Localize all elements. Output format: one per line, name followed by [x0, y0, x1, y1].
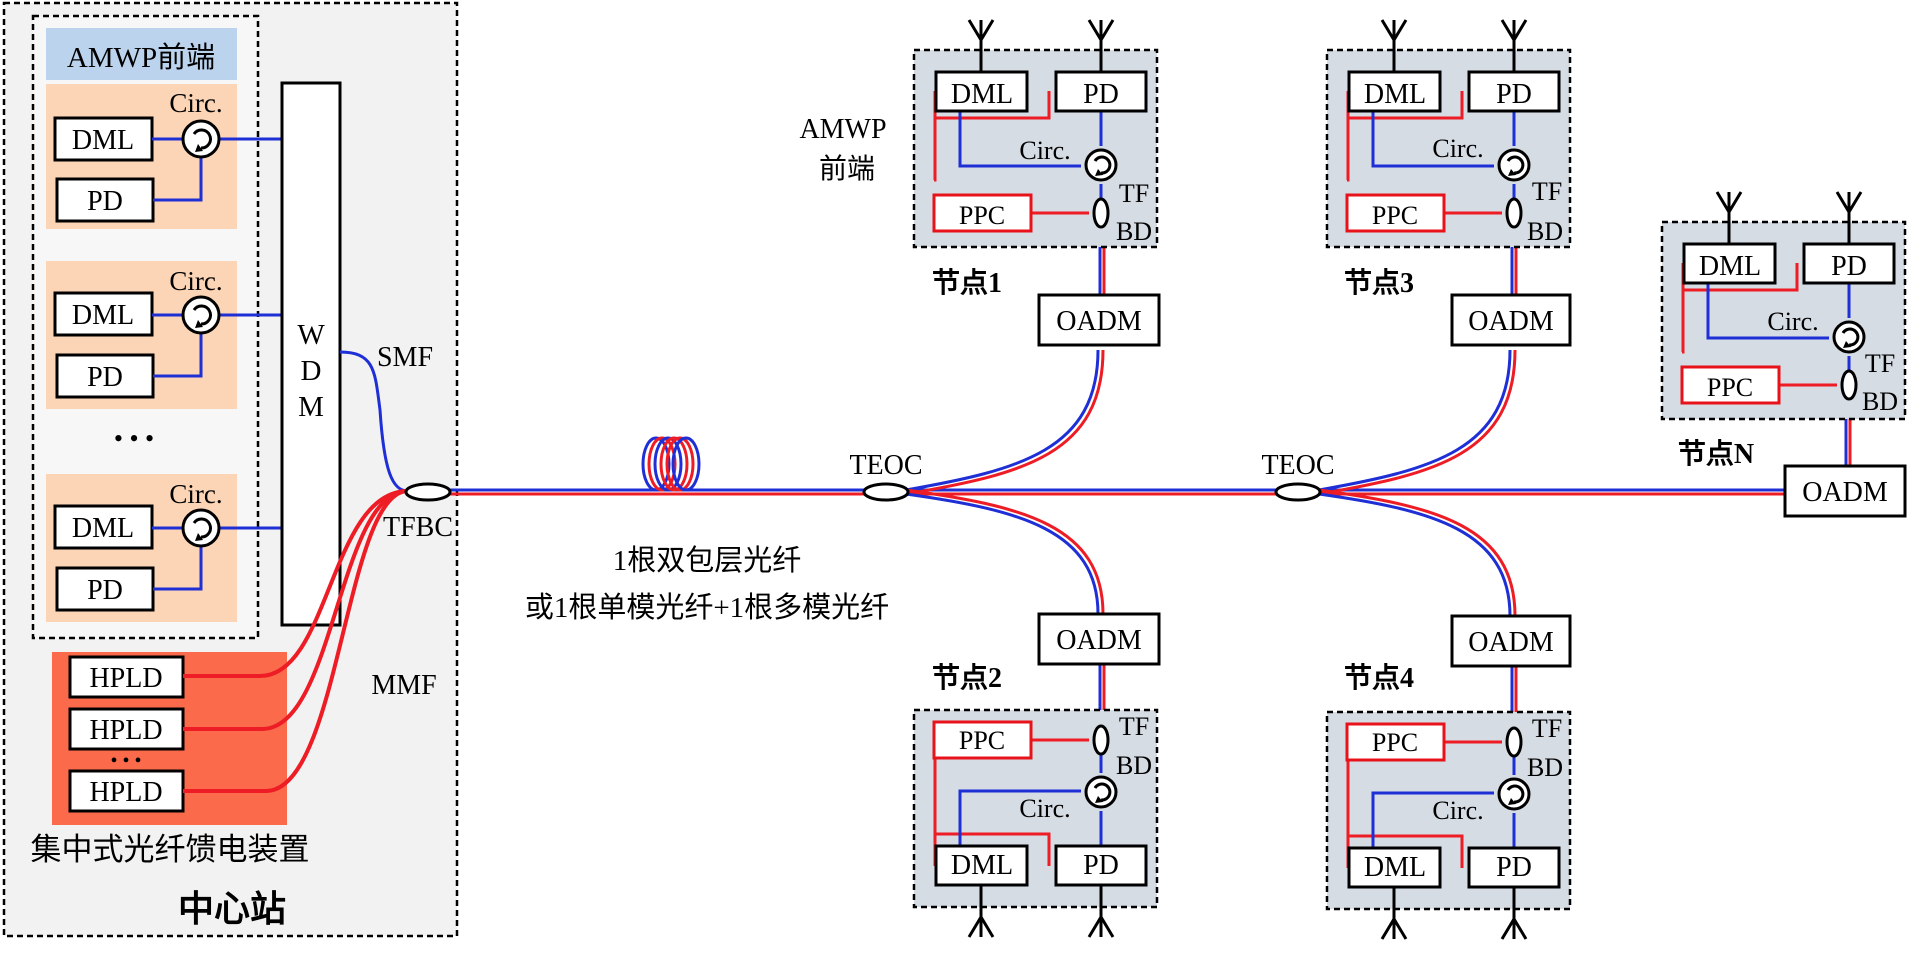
node-label: 节点1: [932, 267, 1002, 299]
pd-box: [55, 353, 155, 399]
central-station: AMWP前端 DML PD Circ. DML PD Circ. • • • D…: [2, 1, 459, 938]
mmf-fiber: [183, 489, 409, 678]
pd-label: PD: [87, 575, 123, 606]
teoc-coupler-icon: [862, 482, 910, 502]
node-label: 节点3: [1344, 267, 1414, 299]
hpld-ellipsis: • • •: [110, 750, 141, 772]
pd-label: PD: [1083, 79, 1119, 110]
smf-fiber: [339, 350, 409, 493]
pd-box: [55, 566, 155, 612]
branch-fibers: [905, 349, 1517, 617]
amwp-front-end-label: AMWP: [799, 114, 886, 145]
circulator-icon: [181, 119, 221, 159]
ppc-label: PPC: [959, 201, 1005, 230]
oadm-label: OADM: [1468, 306, 1554, 337]
bd-label: BD: [1862, 387, 1898, 416]
oadm-box: [1037, 293, 1161, 347]
bd-label: BD: [1527, 217, 1563, 246]
centralized-feeder-label: 集中式光纤馈电装置: [31, 832, 310, 867]
circulator-label: Circ.: [169, 266, 222, 296]
wdm-letter: D: [301, 355, 322, 387]
teoc-coupler-icon: [1274, 482, 1322, 502]
ppc-label: PPC: [1372, 728, 1418, 757]
tf-label: TF: [1532, 177, 1562, 206]
ppc-label: PPC: [1707, 373, 1753, 402]
fiber-description-line2: 或1根单模光纤+1根多模光纤: [525, 591, 889, 624]
dml-box: [53, 504, 154, 550]
circulator-label: Circ.: [1019, 794, 1070, 823]
bd-label: BD: [1116, 751, 1152, 780]
node-label: 节点4: [1344, 662, 1414, 694]
dml-label: DML: [951, 850, 1013, 881]
dml-label: DML: [72, 300, 134, 331]
mmf-label: MMF: [371, 670, 436, 701]
ppc-label: PPC: [959, 726, 1005, 755]
remote-node-3: OADM DML PD Circ. PPC TF BD 节点3: [1325, 18, 1572, 347]
wdm-letter: W: [297, 319, 325, 351]
pd-label: PD: [87, 362, 123, 393]
fiber-description-line1: 1根双包层光纤: [613, 544, 802, 577]
tf-label: TF: [1119, 179, 1149, 208]
pd-label: PD: [1496, 79, 1532, 110]
fiber-spool-icon: [641, 436, 701, 492]
circulator-icon: [181, 508, 221, 548]
teoc-label: TEOC: [849, 450, 922, 481]
tf-label: TF: [1119, 712, 1149, 741]
remote-node-4: OADM DML PD Circ. PPC TF BD 节点4: [1325, 614, 1572, 941]
circulator-label: Circ.: [169, 88, 222, 118]
amwp-front-end-label: 前端: [819, 153, 875, 185]
dml-label: DML: [1364, 79, 1426, 110]
pd-label: PD: [87, 186, 123, 217]
ellipsis-label: • • •: [114, 424, 154, 453]
node-label: 节点2: [932, 662, 1002, 694]
amwp-front-end-header: AMWP前端: [67, 41, 215, 74]
dml-label: DML: [72, 125, 134, 156]
ppc-label: PPC: [1372, 201, 1418, 230]
dml-box: [53, 291, 154, 337]
circulator-label: Circ.: [1767, 307, 1818, 336]
oadm-label: OADM: [1468, 627, 1554, 658]
remote-node-1: OADM DML PD Circ. PPC TF BD 节点1: [912, 18, 1161, 347]
pd-label: PD: [1496, 852, 1532, 883]
oadm-label: OADM: [1802, 477, 1888, 508]
remote-node-2: OADM DML PD Circ. PPC TF BD 节点2: [912, 612, 1161, 939]
circulator-label: Circ.: [1019, 136, 1070, 165]
wdm-box: [280, 81, 342, 627]
tf-label: TF: [1865, 349, 1895, 378]
dml-label: DML: [951, 79, 1013, 110]
pd-label: PD: [1831, 251, 1867, 282]
circulator-label: Circ.: [169, 479, 222, 509]
tf-label: TF: [1532, 714, 1562, 743]
oadm-box: [1037, 612, 1161, 666]
central-station-title: 中心站: [178, 889, 286, 929]
dml-label: DML: [1364, 852, 1426, 883]
oadm-label: OADM: [1056, 306, 1142, 337]
trunk-fiber: [430, 488, 1790, 496]
circulator-label: Circ.: [1432, 796, 1483, 825]
teoc-label: TEOC: [1261, 450, 1334, 481]
tfbc-coupler-icon: [404, 482, 452, 502]
wdm-letter: M: [298, 391, 324, 423]
circulator-icon: [181, 295, 221, 335]
hpld-label: HPLD: [89, 715, 162, 746]
remote-node-n: OADM DML PD Circ. PPC TF BD 节点N: [1660, 190, 1907, 518]
oadm-label: OADM: [1056, 625, 1142, 656]
smf-label: SMF: [377, 342, 433, 373]
hpld-label: HPLD: [89, 663, 162, 694]
dml-label: DML: [72, 513, 134, 544]
pd-label: PD: [1083, 850, 1119, 881]
bd-label: BD: [1116, 217, 1152, 246]
tfbc-label: TFBC: [383, 512, 453, 543]
dml-label: DML: [1699, 251, 1761, 282]
mmf-fiber: [183, 489, 409, 793]
oadm-box: [1450, 614, 1572, 668]
bd-label: BD: [1527, 753, 1563, 782]
mmf-fiber: [183, 489, 409, 731]
node-label: 节点N: [1678, 438, 1754, 470]
oadm-box: [1450, 293, 1572, 347]
hpld-label: HPLD: [89, 777, 162, 808]
oadm-box: [1783, 464, 1907, 518]
circulator-label: Circ.: [1432, 134, 1483, 163]
